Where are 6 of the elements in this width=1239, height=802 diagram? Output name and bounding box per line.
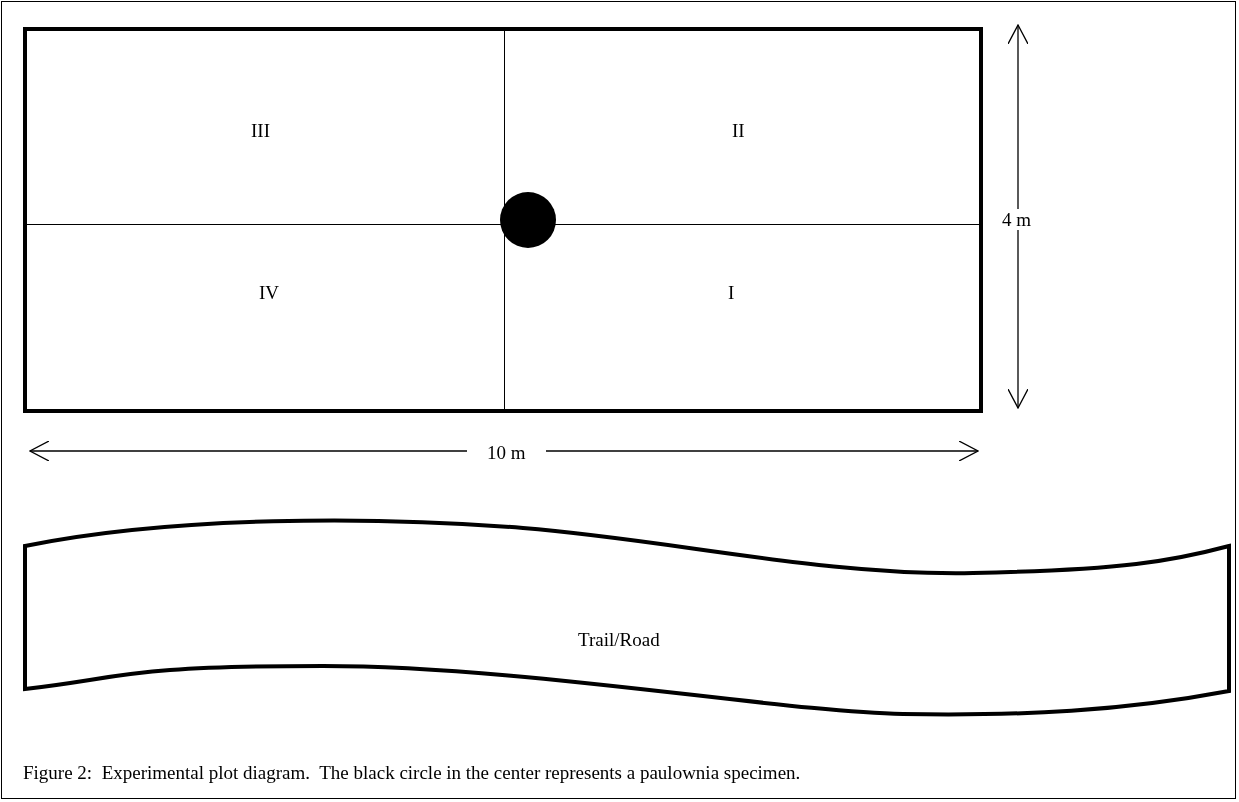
- road-label: Trail/Road: [578, 630, 660, 649]
- quadrant-label: IV: [259, 283, 280, 302]
- quadrant-label: I: [728, 283, 735, 302]
- figure-caption: Figure 2: Experimental plot diagram. The black circle in the center represents a paulownia specimen.: [23, 763, 801, 782]
- quadrant-label: II: [732, 121, 745, 140]
- quadrant-label: III: [251, 121, 270, 140]
